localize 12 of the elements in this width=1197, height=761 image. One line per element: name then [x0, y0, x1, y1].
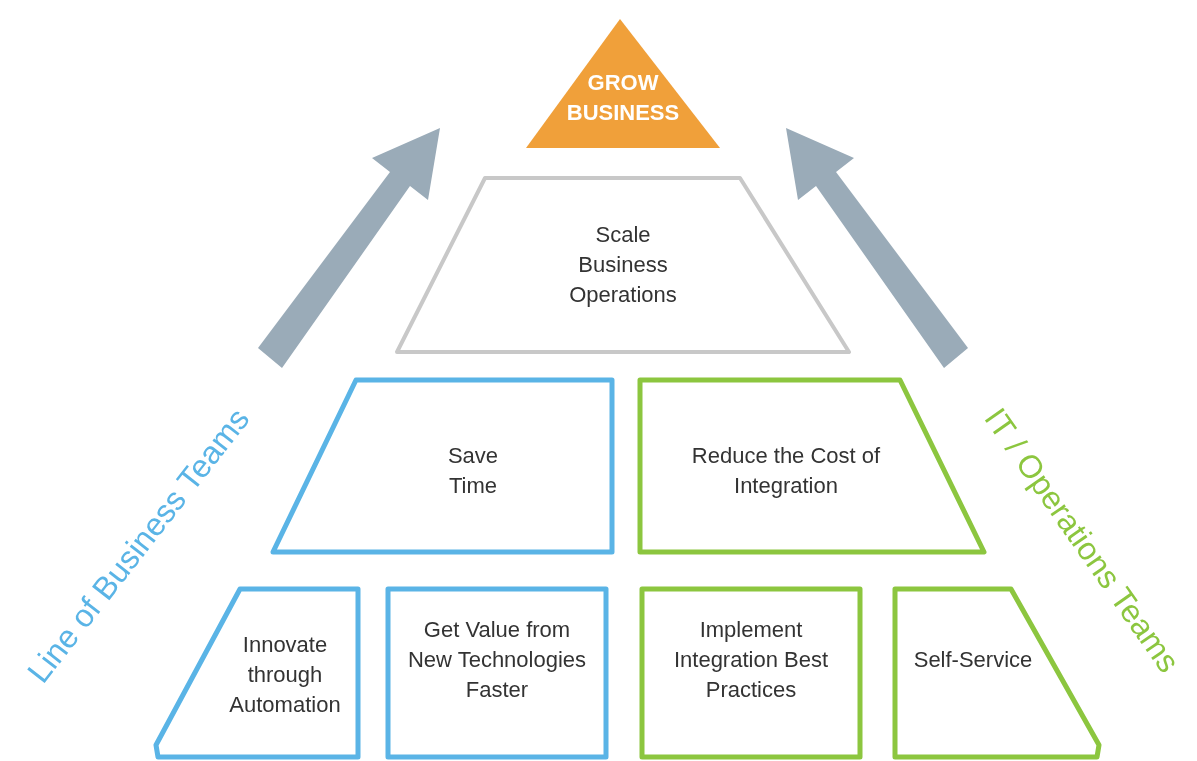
rectangle-box [384, 585, 610, 761]
rectangle-box [638, 585, 864, 761]
box-label: Scale Business Operations [568, 221, 678, 309]
box-label: Reduce the Cost of Integration [690, 442, 882, 500]
box-label: Innovate through Automation [228, 631, 342, 719]
box-label: Get Value from New Technologies Faster [406, 616, 588, 704]
box-label: Implement Integration Best Practices [672, 616, 830, 704]
trapezoid-box [393, 175, 853, 355]
box-label: Self-Service [913, 646, 1033, 674]
trapezoid-box [268, 376, 616, 556]
box-label: GROW BUSINESS [565, 69, 681, 127]
box-label: Save Time [446, 442, 500, 500]
